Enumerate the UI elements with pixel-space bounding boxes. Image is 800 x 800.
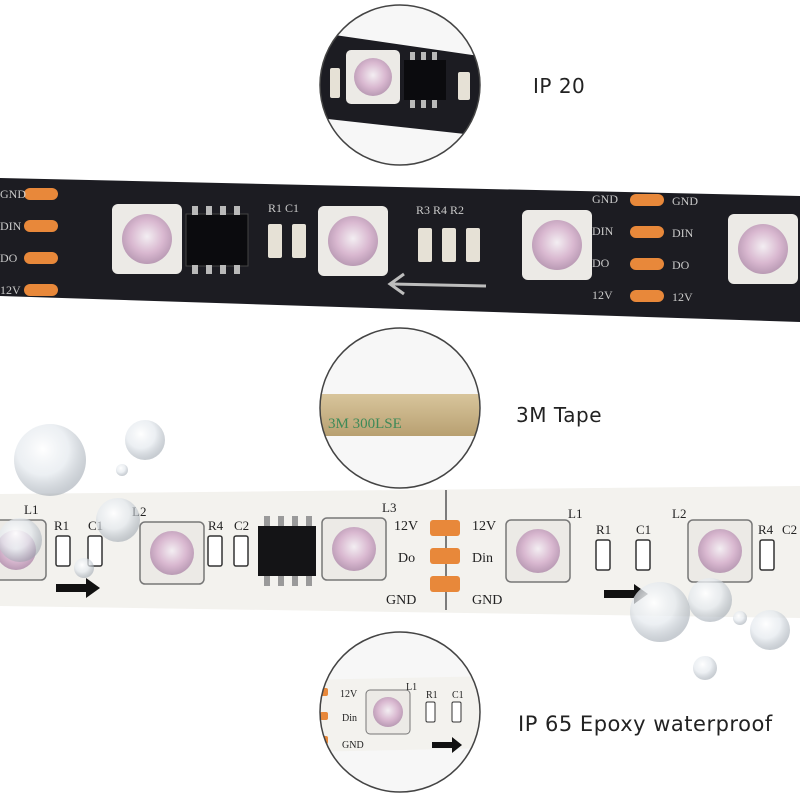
tape-label: 3M 300LSE xyxy=(328,416,402,432)
silk-label: R4 xyxy=(758,522,774,537)
pad-label-right: DO xyxy=(672,258,690,272)
pads-left xyxy=(24,188,58,296)
pad-label-right: GND xyxy=(672,194,698,208)
zoom-circle-ip20 xyxy=(319,4,481,166)
caption-ip20: IP 20 xyxy=(533,74,586,98)
silk-label: L2 xyxy=(672,506,686,521)
zoom-silk-label: L1 xyxy=(406,682,417,693)
water-drops xyxy=(0,420,790,680)
silk-label: C2 xyxy=(234,518,249,533)
zoom-silk-label: Din xyxy=(342,713,357,724)
pad-label-right: DIN xyxy=(672,226,694,240)
silk-label: L1 xyxy=(24,502,38,517)
pad-label-mid: DIN xyxy=(592,224,614,238)
smd-resistors xyxy=(268,224,480,262)
caption-3m-tape: 3M Tape xyxy=(516,403,602,427)
pad-label-mid: 12V xyxy=(592,288,613,302)
pad-label: Do xyxy=(398,551,415,566)
pad-label-mid: GND xyxy=(592,192,618,206)
white-strip-resistors xyxy=(55,535,775,571)
black-strip-leds xyxy=(112,204,798,284)
silk-label: R1 xyxy=(54,518,69,533)
white-pads xyxy=(430,520,460,592)
pad-label: GND xyxy=(472,593,502,608)
pad-label: 12V xyxy=(394,519,418,534)
silk-label: L1 xyxy=(568,506,582,521)
zoom-circle-tape: 3M 300LSE xyxy=(319,327,481,489)
black-led-strip: GND DIN DO 12V GND DIN DO 12V GND DIN DO… xyxy=(0,178,800,322)
silk-label: C2 xyxy=(782,522,797,537)
white-strip-ic xyxy=(258,516,316,586)
caption-ip65: IP 65 Epoxy waterproof xyxy=(518,712,773,736)
silk-label: C1 xyxy=(636,522,651,537)
pad-label-left: DO xyxy=(0,251,18,265)
pad-label: 12V xyxy=(472,519,496,534)
silk-label: R4 xyxy=(208,518,224,533)
pad-label-right: 12V xyxy=(672,290,693,304)
silk-label: R1 xyxy=(596,522,611,537)
pad-label-left: GND xyxy=(0,187,26,201)
pad-label-left: 12V xyxy=(0,283,21,297)
pad-label: Din xyxy=(472,551,493,566)
zoom-silk-label: C1 xyxy=(452,690,464,701)
zoom-silk-label: 12V xyxy=(340,689,358,700)
pad-label: GND xyxy=(386,593,416,608)
component-label: R3 R4 R2 xyxy=(416,203,464,217)
zoom-silk-label: R1 xyxy=(426,690,438,701)
silk-label: L3 xyxy=(382,500,396,515)
zoom-silk-label: GND xyxy=(342,740,364,751)
component-label: R1 C1 xyxy=(268,201,299,215)
pad-label-mid: DO xyxy=(592,256,610,270)
pad-label-left: DIN xyxy=(0,219,22,233)
zoom-circle-ip65: 12V Din GND L1 R1 C1 xyxy=(319,631,481,793)
pads-mid xyxy=(630,194,664,302)
driver-ic xyxy=(185,206,249,274)
direction-arrow xyxy=(387,272,487,296)
